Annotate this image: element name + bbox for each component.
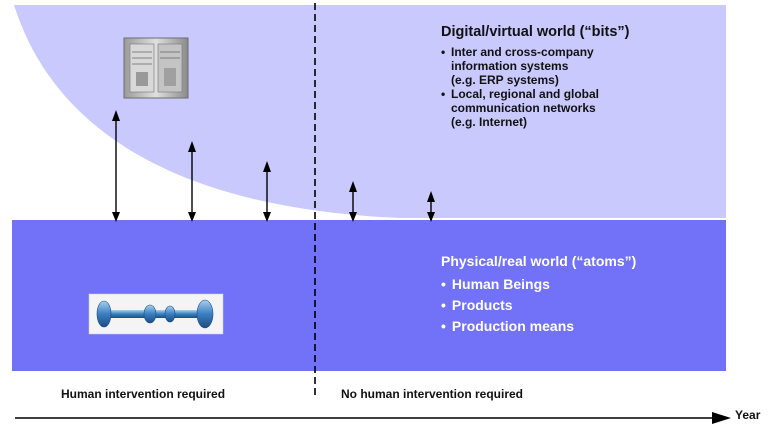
physical-item-3-label: Production means (451, 318, 575, 334)
mechanical-shaft-icon (88, 293, 224, 335)
no-human-intervention-label: No human intervention required (341, 387, 524, 401)
digital-item-1-line3: (e.g. ERP systems) (451, 73, 559, 87)
digital-world-title: Digital/virtual world (“bits”) (441, 24, 630, 40)
digital-item-1-line2: information systems (451, 59, 569, 73)
physical-item-2-label: Products (451, 297, 513, 313)
double-arrow-4 (349, 181, 357, 222)
double-arrow-5 (427, 191, 435, 222)
physical-item-3: • Production means (441, 316, 574, 337)
bullet: • (441, 318, 446, 334)
digital-world-list: • Inter and cross-company information sy… (441, 45, 599, 129)
digital-item-1-line1: Inter and cross-company (451, 45, 594, 59)
digital-item-2-line1: Local, regional and global (451, 87, 600, 101)
physical-world-list: • Human Beings • Products • Production mean… (441, 274, 574, 337)
server-rack-icon (123, 37, 189, 99)
double-arrow-2 (188, 141, 196, 222)
time-axis-arrowhead (712, 412, 731, 424)
bullet: • (441, 87, 446, 101)
bullet: • (441, 45, 446, 59)
physical-world-title: Physical/real world (“atoms”) (441, 253, 637, 269)
double-arrow-1 (112, 110, 120, 222)
physical-item-2: • Products (441, 295, 574, 316)
bullet: • (441, 297, 446, 313)
physical-item-1-label: Human Beings (451, 276, 550, 292)
digital-item-2: • Local, regional and global communicati… (441, 87, 599, 129)
digital-item-2-line3: (e.g. Internet) (451, 115, 528, 129)
time-axis-label: Year (735, 408, 761, 422)
double-arrow-3 (263, 161, 271, 222)
physical-item-1: • Human Beings (441, 274, 574, 295)
digital-item-1: • Inter and cross-company information sy… (441, 45, 599, 87)
bullet: • (441, 276, 446, 292)
human-intervention-label: Human intervention required (61, 387, 226, 401)
digital-item-2-line2: communication networks (451, 101, 596, 115)
